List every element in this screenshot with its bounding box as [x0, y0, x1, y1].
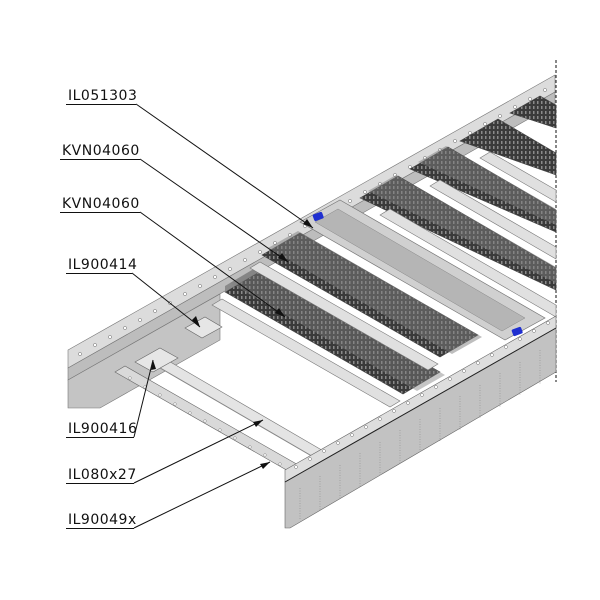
leader-IL080x27: [133, 419, 264, 484]
callout-IL051303: IL051303: [68, 88, 138, 104]
blue-clip-back: [312, 211, 324, 222]
blue-clip-front: [511, 326, 523, 337]
callout-IL080x27: IL080x27: [68, 467, 137, 483]
callout-underline: [66, 437, 134, 438]
callout-underline: [66, 104, 136, 105]
leader-lines: [131, 103, 314, 529]
callout-underline: [60, 212, 140, 213]
arrowheads: [151, 219, 313, 469]
callout-underline: [66, 483, 134, 484]
leader-IL900414: [131, 272, 201, 328]
front-side-rail: [284, 315, 557, 529]
rungs: [149, 95, 557, 463]
leader-IL90049x: [133, 461, 271, 529]
callout-KVN04060-2: KVN04060: [62, 196, 140, 212]
leader-IL051303: [135, 103, 314, 229]
callout-KVN04060-1: KVN04060: [62, 143, 140, 159]
callout-underline: [60, 159, 140, 160]
callout-IL90049x: IL90049x: [68, 512, 137, 528]
callout-underline: [66, 273, 132, 274]
callout-IL900416: IL900416: [68, 421, 138, 437]
callout-IL900414: IL900414: [68, 257, 138, 273]
leader-KVN04060-1: [139, 158, 289, 263]
leader-IL900416: [133, 359, 154, 438]
callout-underline: [66, 528, 134, 529]
connector-bar: [114, 316, 301, 473]
leader-KVN04060-2: [139, 211, 286, 318]
